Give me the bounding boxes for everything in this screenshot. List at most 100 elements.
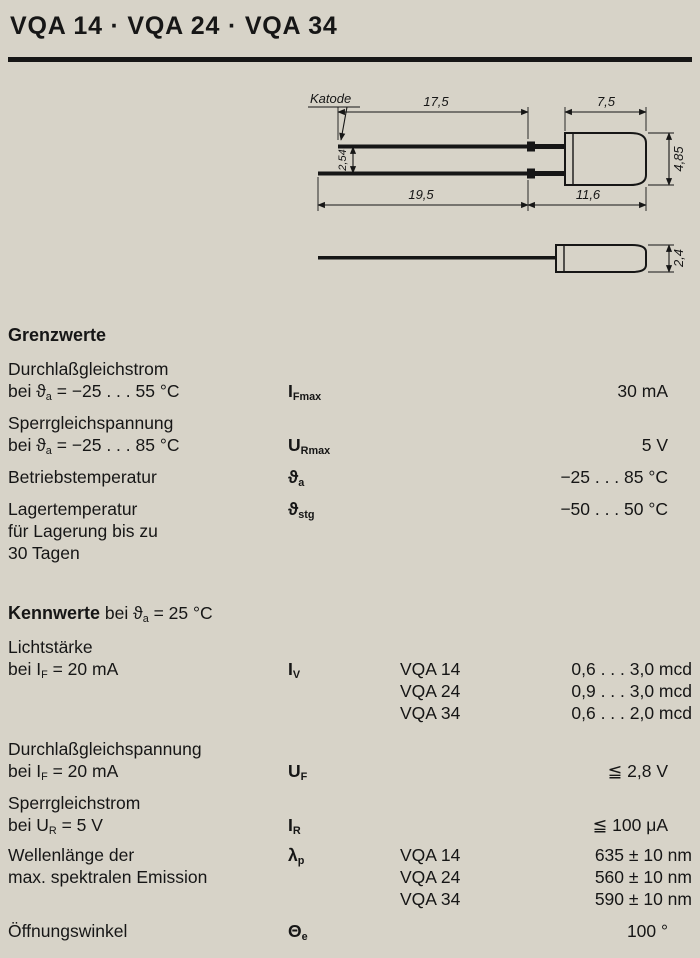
variant-col-empty [400, 792, 498, 836]
variant-values: 635 ± 10 nm 560 ± 10 nm 590 ± 10 nm [498, 844, 692, 910]
cond-pre: bei [8, 435, 37, 455]
symbol-base: U [288, 761, 301, 781]
dim-lead-pitch-label: 2,54 [337, 149, 349, 171]
led-side-view [318, 132, 647, 186]
param-label: Sperrgleichstrom bei UR = 5 V [8, 792, 288, 836]
param-symbol: ϑstg [288, 498, 400, 564]
theta-symbol: ϑ [133, 603, 143, 623]
variant-value: 0,6 . . . 3,0 mcd [571, 659, 692, 679]
cond-sub: F [41, 771, 48, 784]
param-name: Durchlaßgleichspannung [8, 739, 202, 759]
row-lagertemperatur: Lagertemperatur für Lagerung bis zu 30 T… [8, 498, 692, 564]
profile-body [555, 244, 647, 273]
katode-callout: Katode [308, 91, 360, 141]
param-name: Sperrgleichstrom [8, 793, 141, 813]
grenzwerte-section: Grenzwerte Durchlaßgleichstrom bei ϑa = … [8, 324, 692, 564]
variant-value: 0,9 . . . 3,0 mcd [571, 681, 692, 701]
param-value: ≦ 100 μA [592, 815, 668, 835]
param-value: −25 . . . 85 °C [560, 467, 668, 487]
variant-name: VQA 14 [400, 845, 461, 865]
param-symbol: UF [288, 738, 400, 782]
param-name: Wellenlänge der [8, 845, 135, 865]
symbol-base: λ [288, 845, 298, 865]
anode-lead [338, 144, 528, 149]
param-name: Lagertemperatur [8, 499, 138, 519]
led-body [564, 132, 647, 186]
variant-names: VQA 14 VQA 24 VQA 34 [400, 844, 498, 910]
theta-symbol: ϑ [36, 381, 46, 401]
variant-col-empty [400, 920, 498, 942]
cond-pre: bei [8, 761, 37, 781]
cond-symbol: I [36, 659, 42, 679]
cond-sub: R [48, 825, 57, 838]
title-rule [8, 57, 692, 62]
param-condition: bei IF = 20 mA [8, 658, 288, 680]
row-durchlassgleichstrom: Durchlaßgleichstrom bei ϑa = −25 . . . 5… [8, 358, 692, 402]
symbol-sub: p [297, 855, 305, 868]
param-condition: bei ϑa = −25 . . . 85 °C [8, 434, 288, 456]
param-name: Betriebstemperatur [8, 467, 157, 487]
param-name: Durchlaßgleichstrom [8, 359, 169, 379]
dim-lead-top-label: 17,5 [423, 94, 449, 109]
param-symbol: URmax [288, 412, 400, 456]
package-drawing: Katode 17,5 7,5 2,54 [8, 88, 692, 298]
param-value: 100 ° [626, 921, 668, 941]
dim-body-height-label: 4,85 [671, 146, 686, 172]
param-value: −50 . . . 50 °C [560, 499, 668, 519]
dim-lead-pitch: 2,54 [337, 146, 357, 174]
param-symbol: λp [288, 844, 400, 910]
variant-col-empty [400, 738, 498, 782]
cond-post: = 20 mA [47, 659, 119, 679]
variant-value: 560 ± 10 nm [594, 867, 692, 887]
lead-crimp-top [527, 141, 535, 152]
row-durchlassgleichspannung: Durchlaßgleichspannung bei IF = 20 mA UF… [8, 738, 692, 782]
cond-symbol: I [36, 761, 42, 781]
symbol-sub: Fmax [292, 391, 322, 404]
symbol-sub: stg [298, 509, 315, 522]
katode-label: Katode [310, 91, 351, 106]
param-symbol: IV [288, 636, 400, 724]
param-label: Betriebstemperatur [8, 466, 288, 488]
param-name: Öffnungswinkel [8, 921, 128, 941]
param-name: Lichtstärke [8, 637, 93, 657]
param-condition: bei UR = 5 V [8, 814, 288, 836]
dim-body-width-label: 7,5 [597, 94, 616, 109]
package-drawing-svg: Katode 17,5 7,5 2,54 [308, 91, 686, 273]
symbol-base: ϑ [288, 499, 299, 519]
cond-pre: bei [8, 659, 37, 679]
dim-profile-height-label: 2,4 [671, 249, 686, 268]
led-profile-view: 2,4 [318, 244, 686, 273]
symbol-sub: e [301, 931, 308, 944]
param-label: Wellenlänge der max. spektralen Emission [8, 844, 288, 910]
variant-value: 635 ± 10 nm [594, 845, 692, 865]
theta-symbol: ϑ [36, 435, 46, 455]
kennwerte-heading: Kennwerte bei ϑa = 25 °C [8, 602, 692, 624]
lead-crimp-bottom [527, 168, 535, 179]
page-header: VQA 14 · VQA 24 · VQA 34 [8, 12, 692, 62]
row-lichtstaerke: Lichtstärke bei IF = 20 mA IV VQA 14 VQA… [8, 636, 692, 724]
param-value: ≦ 2,8 V [607, 761, 668, 781]
row-oeffnungswinkel: Öffnungswinkel Θe 100 ° [8, 920, 692, 942]
variant-col-empty [400, 466, 498, 488]
param-value: 30 mA [617, 381, 668, 401]
row-sperrgleichstrom: Sperrgleichstrom bei UR = 5 V IR ≦ 100 μ… [8, 792, 692, 836]
dim-lead-top: 17,5 [337, 94, 529, 140]
row-sperrgleichspannung: Sperrgleichspannung bei ϑa = −25 . . . 8… [8, 412, 692, 456]
variant-value: 0,6 . . . 2,0 mcd [571, 703, 692, 723]
variant-name: VQA 24 [400, 681, 461, 701]
symbol-base: ϑ [288, 467, 299, 487]
cond-pre: bei [8, 381, 37, 401]
dim-body-length-label: 11,6 [576, 187, 601, 202]
symbol-base: I [288, 659, 293, 679]
symbol-sub: R [292, 825, 301, 838]
variant-name: VQA 14 [400, 659, 461, 679]
kennwerte-section: Kennwerte bei ϑa = 25 °C Lichtstärke bei… [8, 602, 692, 942]
param-label: Öffnungswinkel [8, 920, 288, 942]
symbol-base: I [288, 815, 293, 835]
param-symbol: IR [288, 792, 400, 836]
symbol-sub: F [300, 771, 308, 784]
variant-value: 590 ± 10 nm [594, 889, 692, 909]
dim-lead-bottom-label: 19,5 [408, 187, 434, 202]
theta-sub: a [45, 391, 52, 404]
